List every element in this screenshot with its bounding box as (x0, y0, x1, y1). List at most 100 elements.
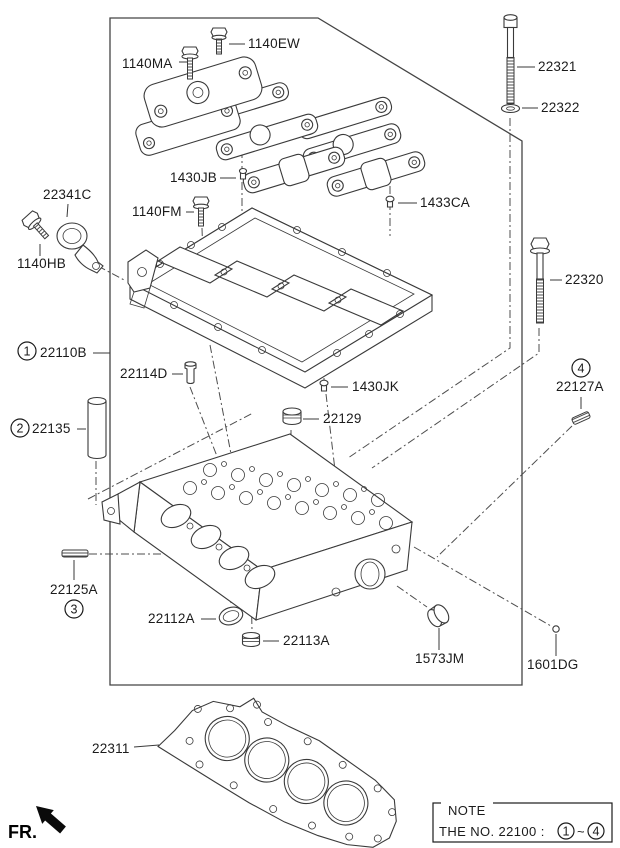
label-22321: 22321 (538, 59, 577, 74)
bracket-22341c (56, 222, 104, 274)
carrier-bracket-hole (137, 267, 147, 277)
note-range-separator: ~ (577, 824, 585, 839)
leader-22321 (347, 118, 511, 459)
label-22322: 22322 (541, 100, 580, 115)
gasket-bores-inner (208, 719, 365, 822)
callout-1: 1 (17, 341, 37, 361)
leader-1601dg (413, 546, 552, 627)
label-1140ew: 1140EW (248, 36, 300, 51)
valve-guide-22114d (184, 361, 197, 385)
carrier-bracket-foot (129, 287, 151, 309)
bolt-1140fm (192, 196, 210, 227)
head-gasket (157, 697, 397, 848)
bearing-cap (215, 113, 319, 161)
front-bearing-cap-upper (143, 56, 263, 128)
fr-arrow-icon (36, 806, 66, 834)
seal-22112a (218, 606, 244, 626)
head-end-bore-inner (360, 561, 380, 587)
label-1430jk: 1430JK (352, 379, 399, 394)
label-22135: 22135 (32, 421, 71, 436)
dowel-pin-22135 (87, 396, 107, 460)
callout-4: 4 (571, 358, 591, 378)
washer-22322 (500, 103, 521, 114)
leader-22320 (371, 328, 540, 469)
note-title: NOTE (448, 803, 486, 818)
head-lifter-bores-row-a (183, 481, 393, 530)
label-1140hb: 1140HB (17, 256, 66, 271)
head-right-face (255, 521, 413, 621)
label-1601dg: 1601DG (527, 657, 578, 672)
label-1433ca: 1433CA (420, 195, 470, 210)
pin-1601dg (552, 625, 560, 633)
diagram-border-box (109, 17, 523, 686)
bolt-1140ma (181, 46, 199, 80)
leader-1140fm (201, 227, 204, 259)
label-1140ma: 1140MA (122, 56, 172, 71)
gasket-small-holes (185, 700, 396, 843)
head-left-lug (101, 493, 121, 525)
label-22112a: 22112A (148, 611, 195, 626)
stud-1430jb (238, 167, 248, 180)
note-body: THE NO. 22100 : (439, 824, 545, 839)
leader-22114d (189, 386, 237, 506)
bolt-22320 (529, 237, 551, 324)
callout-1-number: 1 (24, 345, 31, 359)
label-22127a: 22127A (556, 379, 604, 394)
cup-plug-1573jm (427, 604, 450, 628)
head-end-holes (331, 544, 401, 597)
leader-22341c (97, 265, 127, 282)
stud-1430jk (319, 379, 329, 392)
carrier-bolt-bosses (156, 223, 404, 357)
part-labels: 1140MA 1140EW 22321 22322 1430JB 1433CA … (17, 36, 604, 756)
bolt-22321 (503, 14, 518, 104)
head-small-bolt-holes (201, 461, 375, 515)
label-22113a: 22113A (283, 633, 330, 648)
plug-22129 (282, 407, 302, 426)
stud-22125a (61, 549, 89, 558)
callout-2-number: 2 (17, 422, 24, 436)
head-lug-hole (107, 507, 115, 515)
note-callout-start: 1 (563, 825, 570, 839)
leader-22127a (436, 425, 573, 558)
label-1140fm: 1140FM (132, 204, 182, 219)
head-end-bore (354, 558, 386, 590)
stud-22127a (571, 411, 591, 425)
label-1430jb: 1430JB (170, 170, 217, 185)
callout-2: 2 (10, 418, 30, 438)
note-title-bg (441, 797, 493, 810)
note-callout-end: 4 (593, 825, 600, 839)
gasket-bores-outer (204, 716, 369, 826)
label-22129: 22129 (323, 411, 362, 426)
label-22320: 22320 (565, 272, 604, 287)
label-22311: 22311 (92, 741, 130, 756)
camshaft-carrier (127, 207, 434, 389)
label-22110b: 22110B (40, 345, 87, 360)
head-face-holes (186, 522, 251, 572)
note-callout-end-circle (587, 822, 605, 840)
callout-4-number: 4 (578, 362, 585, 376)
cylinder-head (101, 433, 414, 621)
label-22125a: 22125A (50, 582, 98, 597)
carrier-inner-rim (147, 217, 415, 363)
label-22341c: 22341C (43, 187, 92, 202)
note-callout-start-circle (557, 822, 575, 840)
stud-1433ca (385, 195, 395, 208)
note-box: NOTE THE NO. 22100 : 1 ~ 4 (432, 797, 613, 843)
fr-label: FR. (8, 822, 37, 842)
label-1573jm: 1573JM (415, 651, 464, 666)
leader-22135-diagonal (87, 412, 254, 500)
cap-22113a (241, 631, 261, 648)
carrier-rib-holes (220, 268, 342, 304)
label-22114d: 22114D (120, 366, 168, 381)
fr-marker: FR. (8, 806, 66, 842)
camshaft-bearing-caps (135, 56, 426, 197)
bearing-cap (326, 151, 426, 197)
callout-3: 3 (64, 599, 84, 619)
bearing-cap (242, 146, 346, 194)
bolt-1140ew (210, 27, 228, 55)
label-connectors (39, 43, 582, 748)
callout-3-number: 3 (71, 603, 78, 617)
head-lifter-bores-row-b (203, 463, 385, 507)
